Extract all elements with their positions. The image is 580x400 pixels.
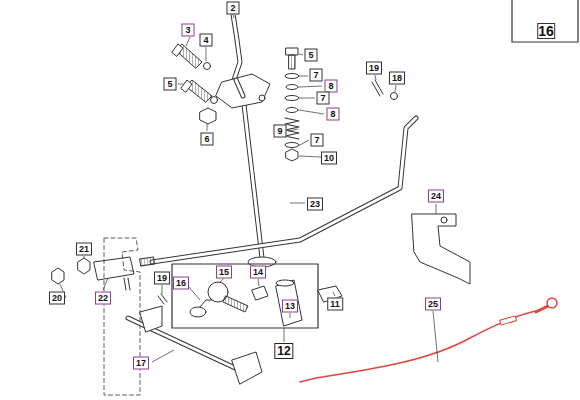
- cross-shaft: [128, 306, 262, 384]
- callout-number: 25: [425, 298, 441, 311]
- callout-number: 19: [366, 62, 382, 75]
- cable-bracket: [412, 214, 470, 284]
- callout-number: 12: [274, 343, 293, 359]
- callout-number: 11: [327, 298, 343, 311]
- nut: [252, 286, 268, 300]
- callout-number: 19: [154, 272, 170, 285]
- nut: [78, 258, 90, 274]
- callout-number: 14: [250, 266, 266, 279]
- callout-number: 17: [133, 357, 149, 370]
- group-frame: [172, 264, 318, 328]
- callout-number: 7: [311, 134, 324, 147]
- nut: [200, 108, 216, 124]
- sleeve: [276, 280, 302, 326]
- washer: [391, 93, 398, 100]
- callout-number: 22: [95, 292, 111, 305]
- nut: [52, 268, 64, 284]
- callout-number: 6: [201, 133, 214, 146]
- callout-number: 5: [305, 49, 318, 62]
- callout-number: 18: [389, 72, 405, 85]
- housing-outline: [104, 238, 140, 395]
- callout-number: 9: [274, 125, 287, 138]
- bolt: [181, 80, 212, 102]
- cotter-pin: [158, 294, 167, 304]
- callout-number: 8: [327, 108, 340, 121]
- bolt: [172, 44, 202, 68]
- bolt-stack: [285, 48, 299, 161]
- callout-number: 7: [317, 92, 330, 105]
- callout-number: 7: [310, 69, 323, 82]
- shift-rod: [140, 118, 416, 266]
- washer: [204, 63, 211, 70]
- throttle-cable: [300, 298, 557, 382]
- sheet-frame: [512, 0, 578, 42]
- callout-number: 5: [164, 78, 177, 91]
- callout-number: 4: [200, 34, 213, 47]
- callout-number: 2: [227, 1, 240, 14]
- callout-number: 3: [182, 24, 195, 37]
- callout-number: 24: [428, 190, 444, 203]
- cotter-pin: [372, 80, 383, 96]
- clevis: [94, 257, 134, 280]
- callout-number: 23: [307, 198, 323, 211]
- mount-bracket: [216, 74, 270, 108]
- leader-lines: [60, 12, 438, 362]
- washer: [211, 97, 218, 104]
- callout-number: 20: [49, 292, 65, 305]
- callout-number: 13: [282, 300, 298, 313]
- callout-number: 16: [173, 277, 189, 290]
- ball-joint: [190, 282, 248, 317]
- callout-number: 21: [76, 243, 92, 256]
- shift-lever: [233, 14, 276, 267]
- callout-number: 10: [321, 152, 337, 165]
- callout-number: 15: [216, 266, 232, 279]
- callout-number: 16: [537, 23, 555, 39]
